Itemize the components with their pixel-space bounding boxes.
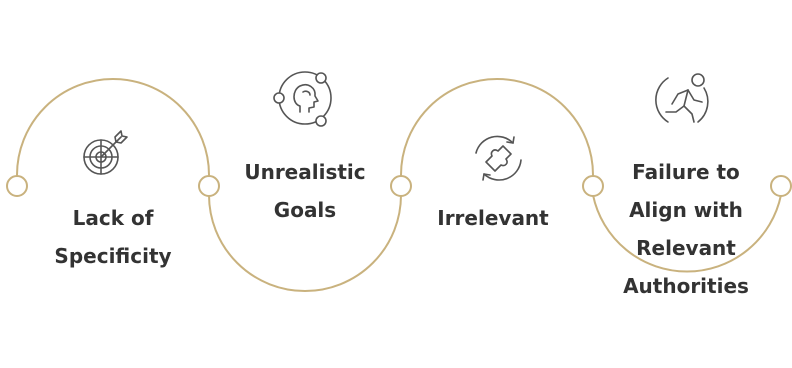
step-label-irrelevant: Irrelevant [413,199,573,237]
junction-node [390,175,412,197]
step-label-lack-of-specificity: Lack of Specificity [33,199,193,275]
junction-node [198,175,220,197]
running-figure-icon [655,73,709,123]
label-line: Goals [273,198,337,222]
junction-node [6,175,28,197]
label-line: Relevant [636,236,736,260]
head-cycle-icon [273,71,332,127]
target-icon [83,130,128,175]
label-line: Failure to [632,160,740,184]
step-label-failure-to-align: Failure to Align with Relevant Authoriti… [606,153,766,305]
label-line: Irrelevant [437,206,549,230]
serpentine-connector-line [16,78,782,292]
label-line: Align with [629,198,743,222]
label-line: Specificity [54,244,172,268]
junction-node [770,175,792,197]
step-label-unrealistic-goals: Unrealistic Goals [225,153,385,229]
label-line: Lack of [72,206,154,230]
label-line: Unrealistic [244,160,366,184]
puzzle-refresh-icon [475,135,522,181]
junction-node [582,175,604,197]
label-line: Authorities [623,274,749,298]
